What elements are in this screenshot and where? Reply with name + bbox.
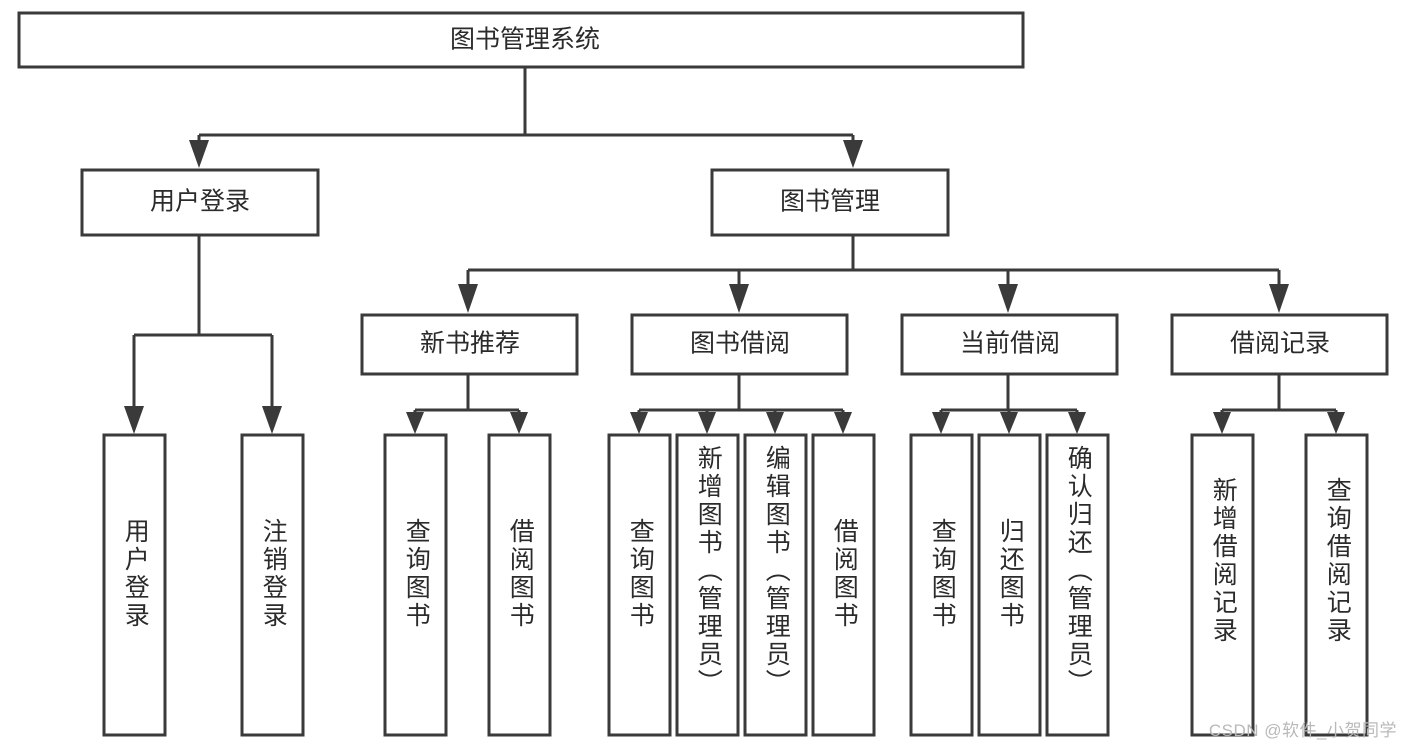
leaf-box-logout[interactable] (240, 433, 305, 737)
leaf-box-query-book-2[interactable] (607, 433, 672, 737)
arrow-head-currentborrow-leaf-2 (1000, 412, 1018, 434)
node-root-box[interactable] (17, 11, 1025, 69)
node-root-label: 图书管理系统 (450, 26, 600, 54)
node-current-borrow-label: 当前借阅 (960, 330, 1060, 358)
arrow-head-borrow-record (1269, 284, 1289, 313)
leaf-box-borrow-book-1[interactable] (487, 433, 552, 737)
arrow-head-user-login (189, 140, 209, 168)
arrow-head-current-borrow (998, 284, 1018, 313)
arrow-head-newbook-leaf-1 (406, 412, 424, 434)
arrow-head-bookborrow-leaf-1 (630, 412, 648, 434)
node-new-book-recommend-label: 新书推荐 (420, 330, 520, 358)
leaf-box-query-book-3[interactable] (909, 433, 974, 737)
arrow-head-book-borrow (729, 284, 749, 313)
arrow-head-bookborrow-leaf-2 (698, 412, 716, 434)
arrow-head-borrowrecord-leaf-1 (1213, 412, 1231, 434)
node-user-login-box[interactable] (80, 168, 320, 237)
arrow-head-borrowrecord-leaf-2 (1327, 412, 1345, 434)
arrow-head-new-book (458, 284, 478, 313)
node-borrow-record-box[interactable] (1170, 313, 1389, 376)
arrow-head-currentborrow-leaf-3 (1068, 412, 1086, 434)
node-user-login-label: 用户登录 (150, 188, 250, 216)
arrow-head-currentborrow-leaf-1 (932, 412, 950, 434)
connector-group (124, 67, 1345, 434)
arrow-head-leaf-user-login (124, 406, 144, 434)
leaf-box-query-book-1[interactable] (383, 433, 448, 737)
arrow-head-leaf-logout (262, 406, 282, 434)
node-borrow-record-label: 借阅记录 (1230, 330, 1330, 358)
leaf-box-add-book-admin[interactable] (675, 433, 740, 737)
node-book-borrow-label: 图书借阅 (690, 330, 790, 358)
node-book-manage-box[interactable] (710, 168, 950, 237)
csdn-watermark: CSDN @软件_小贺同学 (1208, 721, 1397, 740)
arrow-head-bookborrow-leaf-4 (834, 412, 852, 434)
leaf-box-edit-book-admin[interactable] (743, 433, 808, 737)
node-book-borrow-box[interactable] (630, 313, 849, 376)
arrow-head-newbook-leaf-2 (510, 412, 528, 434)
node-book-manage-label: 图书管理 (780, 188, 880, 216)
leaf-box-user-login[interactable] (102, 433, 167, 737)
node-new-book-recommend-box[interactable] (360, 313, 579, 376)
leaf-box-return-book[interactable] (977, 433, 1042, 737)
leaf-box-query-borrow-record[interactable] (1304, 433, 1369, 737)
leaf-box-add-borrow-record[interactable] (1190, 433, 1255, 737)
arrow-head-book-manage (843, 140, 863, 168)
leaf-box-borrow-book-2[interactable] (811, 433, 876, 737)
node-current-borrow-box[interactable] (900, 313, 1119, 376)
leaf-box-confirm-return-admin[interactable] (1045, 433, 1110, 737)
arrow-head-bookborrow-leaf-3 (766, 412, 784, 434)
